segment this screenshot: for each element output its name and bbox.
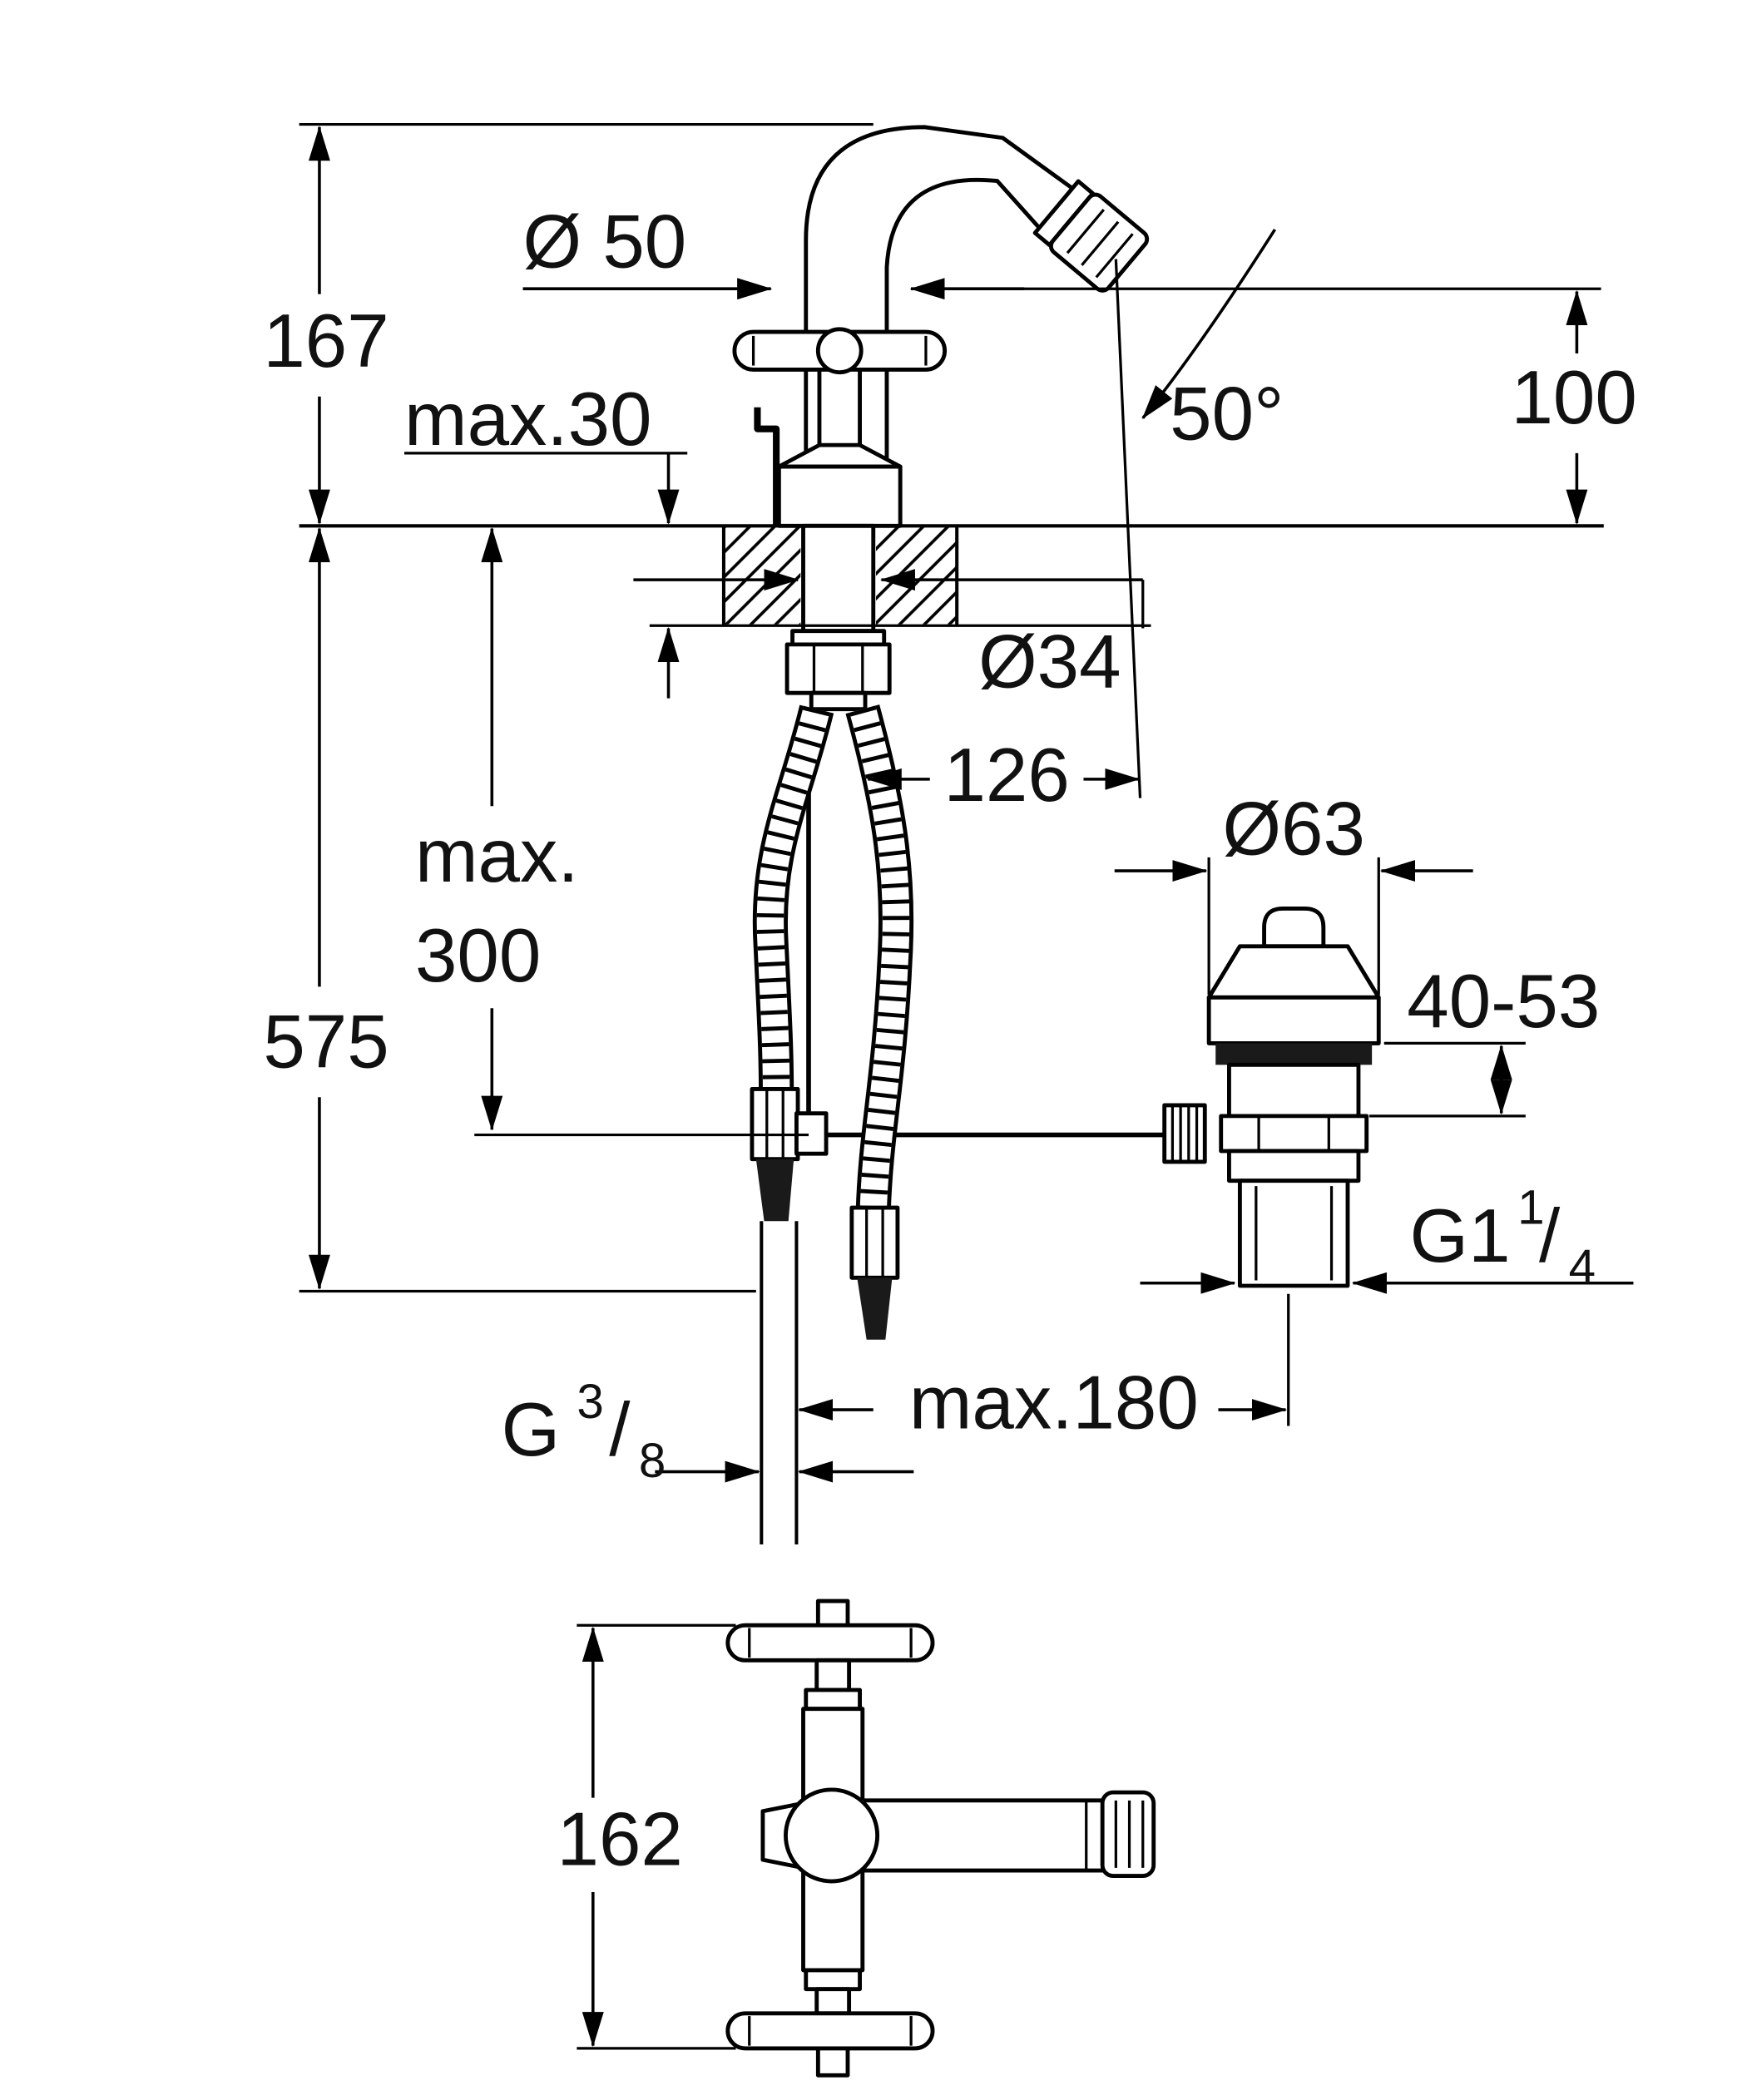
thread-label-g114-slash: /: [1539, 1194, 1561, 1278]
valve-locknut: [1219, 1114, 1369, 1154]
rod-inlet-knob: [1162, 1103, 1207, 1164]
dim-label-300: 300: [415, 914, 541, 998]
side-aerator: [1100, 1790, 1156, 1878]
side-hub-circle: [784, 1787, 880, 1884]
valve-gasket: [1215, 1043, 1373, 1065]
hose-nut-right: [849, 1205, 900, 1280]
pop-up-lever: [754, 407, 780, 526]
spout-axis-line: [1114, 259, 1142, 798]
thread-label-g38-slash: /: [609, 1388, 631, 1472]
deck-hatch-left: [723, 526, 801, 625]
hose-tip-right: [857, 1277, 893, 1340]
dim-label-167: 167: [263, 299, 389, 383]
bidet-faucet-front-view: [732, 125, 1150, 712]
dim-label-dia50: Ø 50: [523, 200, 687, 284]
supply-hoses: [750, 704, 914, 1545]
dim-label-162: 162: [557, 1798, 683, 1882]
thread-label-g114-denominator: 4: [1569, 1240, 1596, 1294]
faucet-body: [776, 464, 903, 528]
handle-post: [817, 364, 862, 450]
thread-label-g38-numerator: 3: [577, 1375, 603, 1429]
dim-label-575: 575: [263, 1001, 389, 1085]
mounting-nut: [784, 642, 892, 695]
dim-label-40-53: 40-53: [1407, 960, 1600, 1044]
handle-hub: [815, 327, 864, 375]
dim-label-max180: max.180: [909, 1361, 1199, 1445]
dimension-annotations: [299, 122, 1634, 2050]
aerator: [1032, 179, 1150, 293]
deck-hatch-right: [876, 526, 958, 625]
valve-body: [1227, 1062, 1361, 1119]
side-spout: [858, 1798, 1107, 1873]
thread-label-g38-denominator: 8: [639, 1434, 666, 1488]
thread-label-g114-numerator: 1: [1517, 1180, 1544, 1234]
dim-label-100: 100: [1511, 356, 1636, 440]
hose-tip-left: [755, 1159, 794, 1222]
dim-label-angle50: 50°: [1170, 373, 1284, 457]
dim-label-max-word: max.: [415, 814, 579, 898]
pop-up-waste-valve: [1162, 906, 1381, 1288]
valve-neck: [1206, 944, 1381, 1000]
cross-handle-bottom: [725, 2011, 935, 2051]
dim-label-max30: max.30: [404, 378, 652, 462]
thread-label-g114: G1: [1410, 1194, 1511, 1278]
shank: [801, 523, 876, 634]
dim-label-126: 126: [943, 734, 1069, 818]
dimension-labels: 167 Ø 50 max.30 50° 100 Ø34 126 max. 300…: [263, 200, 1636, 1881]
hose-nut-left: [750, 1087, 800, 1162]
valve-flange: [1206, 995, 1381, 1045]
angle-leader-arc: [1141, 228, 1277, 419]
dim-label-dia34: Ø34: [978, 620, 1121, 704]
valve-tailpiece: [1237, 1178, 1350, 1288]
dim-label-dia63: Ø63: [1222, 788, 1364, 872]
faucet-side-view: [725, 1598, 1156, 2078]
cross-handle-top: [725, 1623, 935, 1663]
thread-label-g38: G: [502, 1388, 561, 1472]
rod-clamp: [794, 1111, 829, 1156]
valve-knob: [1262, 906, 1326, 949]
